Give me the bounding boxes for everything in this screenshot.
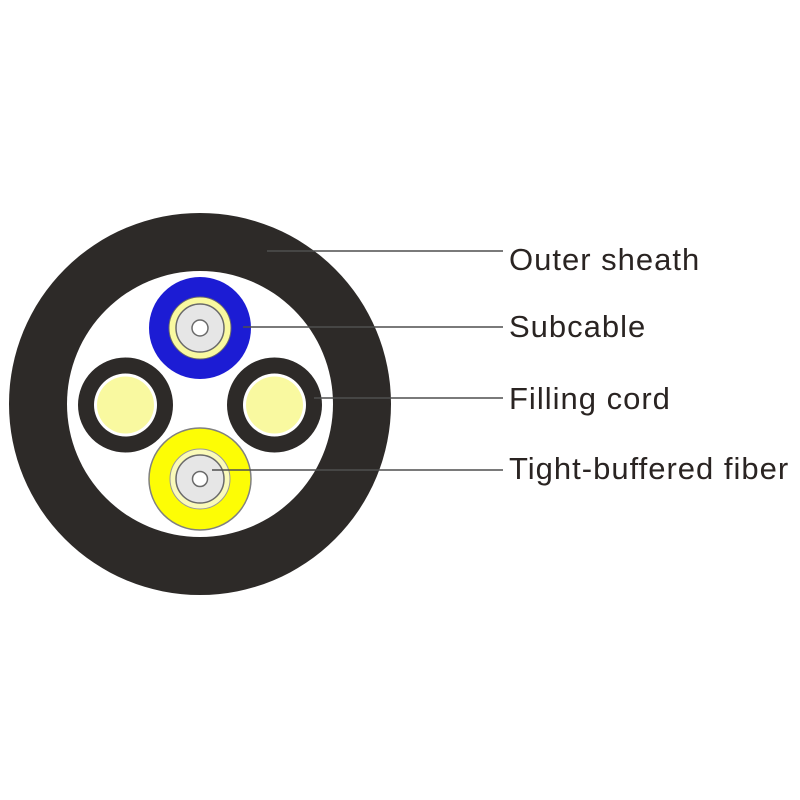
filling-cord-left-core — [97, 376, 154, 434]
label-subcable: Subcable — [509, 309, 647, 344]
filling-cord-right-core — [246, 376, 303, 434]
label-tight-buffered-fiber: Tight-buffered fiber — [509, 451, 790, 486]
label-outer-sheath: Outer sheath — [509, 242, 701, 277]
tight-buffered-fiber-core — [191, 470, 209, 488]
subcable-fiber-core — [191, 319, 209, 337]
label-filling-cord: Filling cord — [509, 381, 671, 416]
